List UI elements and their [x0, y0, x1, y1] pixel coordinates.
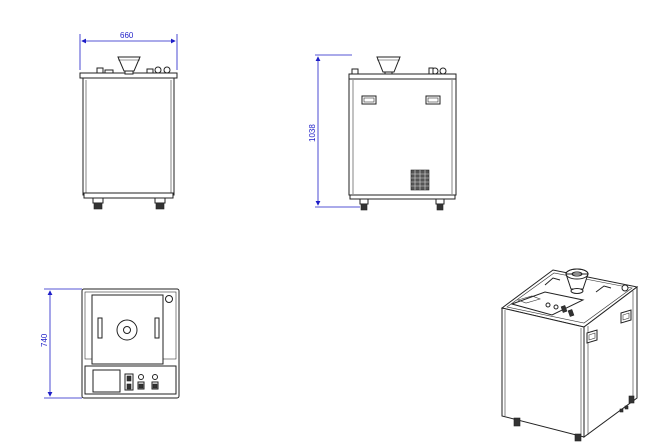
height-dimension: 1038: [308, 54, 360, 208]
isometric-view: [500, 268, 639, 442]
width-label: 660: [120, 31, 134, 40]
height-label: 1038: [308, 124, 317, 142]
side-view: 1038: [308, 54, 457, 211]
top-view: 740: [40, 288, 180, 399]
width-dimension: 660: [79, 31, 178, 70]
depth-dimension: 740: [40, 288, 82, 399]
depth-label: 740: [40, 333, 49, 347]
front-view: 660: [79, 31, 178, 210]
